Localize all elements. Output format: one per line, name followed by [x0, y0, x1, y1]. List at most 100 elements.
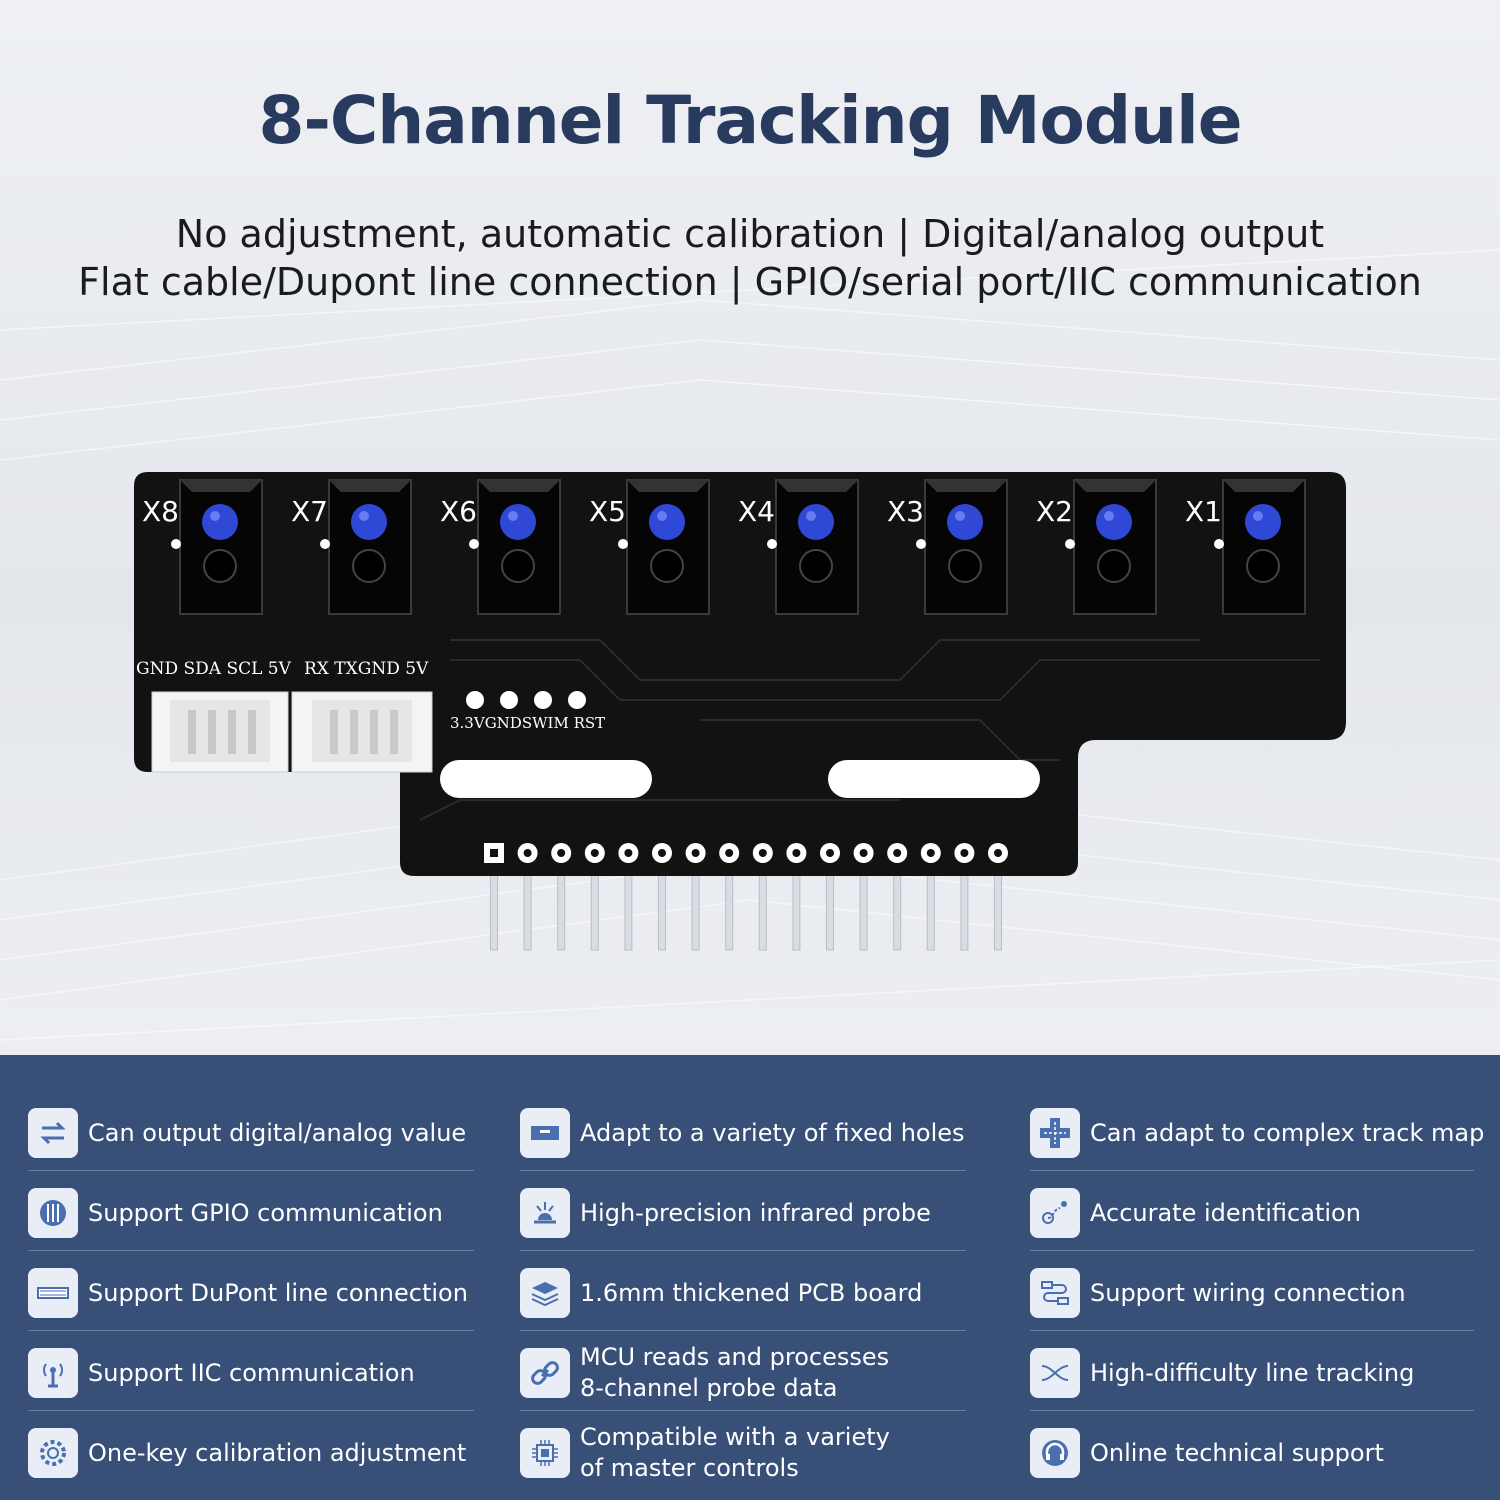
sensor-x5: X5: [589, 479, 710, 615]
feature-text: Accurate identification: [1090, 1198, 1361, 1227]
pcb-body: [134, 472, 1346, 876]
feature-link: MCU reads and processes 8-channel probe …: [520, 1338, 910, 1408]
header-pin: [590, 871, 599, 951]
row-separator: [1030, 1410, 1474, 1411]
feature-text: Support IIC communication: [88, 1358, 415, 1387]
crossing-lines-icon: [1030, 1348, 1080, 1398]
header-pad: [719, 843, 740, 863]
gear-icon: [28, 1428, 78, 1478]
sensor-x3: X3: [887, 479, 1008, 615]
feature-text: Adapt to a variety of fixed holes: [580, 1118, 965, 1147]
header-pin: [758, 871, 767, 951]
feature-text: MCU reads and processes 8-channel probe …: [580, 1343, 890, 1402]
wiring-icon: [1030, 1268, 1080, 1318]
ir-receiver: [1097, 549, 1131, 583]
feature-text: Can adapt to complex track map: [1090, 1118, 1485, 1147]
header-pin: [658, 871, 666, 951]
header-pin: [691, 871, 700, 951]
row-separator: [28, 1250, 474, 1251]
ir-led: [1245, 504, 1281, 540]
row-separator: [28, 1170, 474, 1171]
row-separator: [28, 1330, 474, 1331]
sensor-x2: X2: [1036, 479, 1157, 615]
header-pin: [960, 871, 969, 951]
header-pad: [752, 843, 773, 863]
ir-led: [500, 504, 536, 540]
feature-layers: 1.6mm thickened PCB board: [520, 1258, 922, 1328]
feature-crossroad: Can adapt to complex track map: [1030, 1098, 1484, 1168]
header-pins: [490, 871, 1002, 951]
channel-label: X5: [589, 495, 626, 528]
headset-support-icon: [1030, 1428, 1080, 1478]
header-pad: [786, 843, 807, 863]
feature-panel: [0, 1055, 1500, 1500]
ir-led: [351, 504, 387, 540]
channel-label: X3: [887, 495, 924, 528]
header-pin: [893, 871, 902, 951]
ir-receiver: [1246, 549, 1280, 583]
feature-headset-support: Online technical support: [1030, 1418, 1384, 1488]
circuit-chip-icon: [28, 1188, 78, 1238]
ir-receiver: [352, 549, 386, 583]
header-pad: [988, 843, 1008, 863]
mounting-plate-icon: [520, 1108, 570, 1158]
layers-icon: [520, 1268, 570, 1318]
ir-receiver: [650, 549, 684, 583]
header-pin: [926, 871, 935, 951]
feature-text: High-precision infrared probe: [580, 1198, 931, 1227]
header-pin: [994, 871, 1002, 951]
feature-antenna: Support IIC communication: [28, 1338, 415, 1408]
feature-gear: One-key calibration adjustment: [28, 1418, 466, 1488]
infrared-probe-icon: [520, 1188, 570, 1238]
header-pin: [490, 871, 498, 951]
channel-label: X4: [738, 495, 775, 528]
uart-pin-labels: RX TXGND 5V: [304, 659, 429, 679]
ir-receiver: [203, 549, 237, 583]
feature-text: Support DuPont line connection: [88, 1278, 468, 1307]
ir-led: [649, 504, 685, 540]
ir-led: [947, 504, 983, 540]
feature-flat-cable: Support DuPont line connection: [28, 1258, 468, 1328]
header-pad: [954, 843, 975, 863]
debug-pads: [466, 691, 586, 709]
iic-connector: [151, 691, 289, 773]
row-separator: [1030, 1170, 1474, 1171]
feature-text: Compatible with a variety of master cont…: [580, 1423, 890, 1482]
feature-infrared-probe: High-precision infrared probe: [520, 1178, 931, 1248]
ir-receiver: [948, 549, 982, 583]
feature-wiring: Support wiring connection: [1030, 1258, 1406, 1328]
pcb-traces: [419, 639, 1320, 821]
feature-text: Can output digital/analog value: [88, 1118, 467, 1147]
channel-label: X7: [291, 495, 328, 528]
channel-label: X8: [142, 495, 179, 528]
ir-led: [202, 504, 238, 540]
row-separator: [1030, 1250, 1474, 1251]
feature-text: High-difficulty line tracking: [1090, 1358, 1415, 1387]
header-pin: [859, 871, 868, 951]
header-pad: [887, 843, 908, 863]
chip-icon: [520, 1428, 570, 1478]
row-separator: [520, 1330, 966, 1331]
header-pad: [853, 843, 874, 863]
page-title: 8-Channel Tracking Module: [258, 82, 1243, 159]
feature-text: Support GPIO communication: [88, 1198, 443, 1227]
row-separator: [1030, 1330, 1474, 1331]
header-pin: [624, 871, 633, 951]
header-pad: [820, 843, 840, 863]
channel-label: X6: [440, 495, 477, 528]
row-separator: [520, 1250, 966, 1251]
sensor-x7: X7: [291, 479, 412, 615]
header-pad: [584, 843, 605, 863]
debug-pin-labels: 3.3VGNDSWIM RST: [450, 714, 605, 732]
row-separator: [520, 1410, 966, 1411]
ir-receiver: [799, 549, 833, 583]
header-pin: [557, 871, 566, 951]
iic-pin-labels: GND SDA SCL 5V: [136, 659, 292, 679]
feature-text: Online technical support: [1090, 1438, 1384, 1467]
header-pad: [618, 843, 639, 863]
sensor-x1: X1: [1185, 479, 1306, 615]
route-target-icon: [1030, 1188, 1080, 1238]
subtitle-line-1: No adjustment, automatic calibration | D…: [175, 212, 1325, 256]
